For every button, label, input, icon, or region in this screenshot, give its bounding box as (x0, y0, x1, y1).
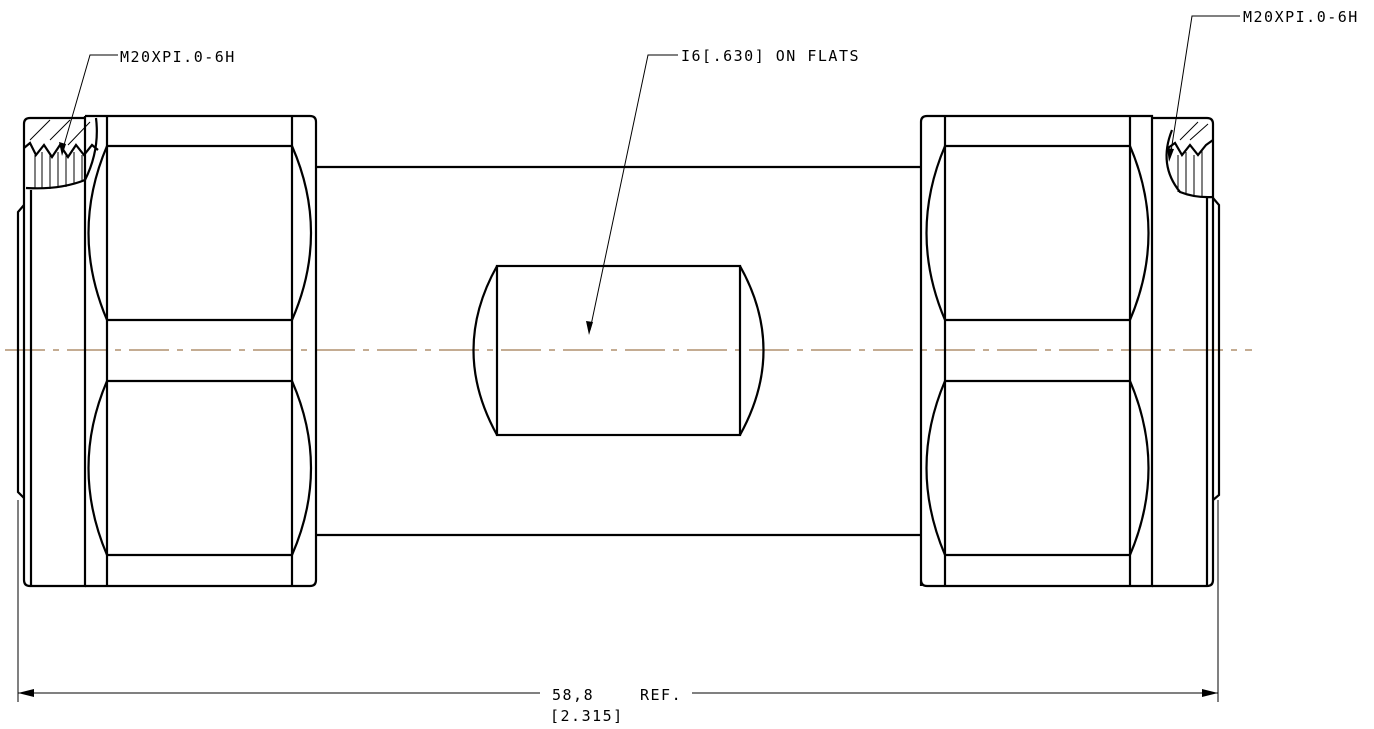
left-thread-callout: M20XPI.0-6H (120, 48, 236, 66)
flats-callout: I6[.630] ON FLATS (681, 47, 860, 65)
dimension-inch: [2.315] (550, 707, 624, 725)
center-body (316, 165, 921, 537)
right-thread-callout: M20XPI.0-6H (1243, 8, 1359, 26)
overall-length-dimension (17, 500, 1219, 702)
callout-leaders (59, 15, 1240, 335)
dimension-ref: REF. (640, 686, 682, 704)
left-connector (16, 114, 318, 588)
dimension-metric: 58,8 (552, 686, 594, 704)
right-connector (919, 114, 1221, 588)
